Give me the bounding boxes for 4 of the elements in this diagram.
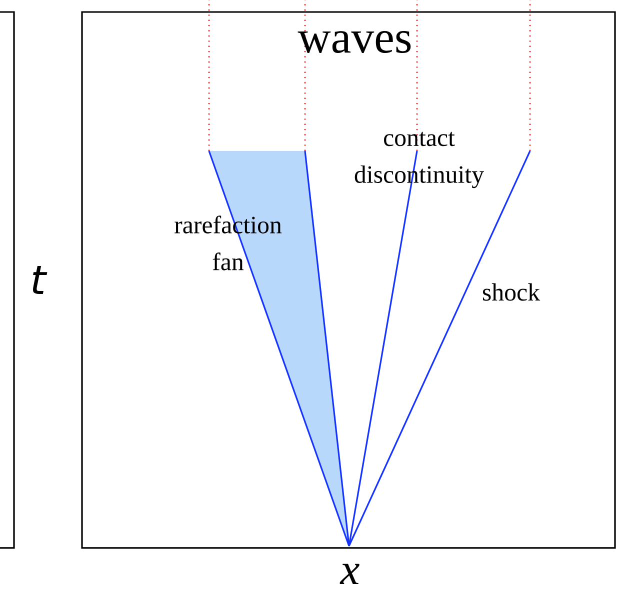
wave-label: shock [482, 283, 540, 301]
axis-label: t [33, 266, 48, 294]
title: waves [298, 30, 411, 54]
axis-label: x [340, 564, 360, 584]
